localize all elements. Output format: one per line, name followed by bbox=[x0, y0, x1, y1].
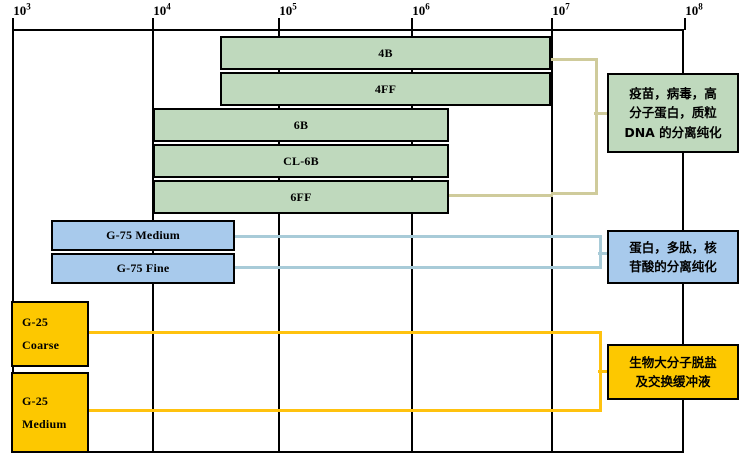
bracket-green-stub-6ff bbox=[449, 194, 553, 197]
bar-g25-medium-line2: Medium bbox=[22, 416, 67, 431]
axis-tick-label-5: 107 bbox=[552, 1, 570, 18]
axis-tick-mark-6 bbox=[684, 18, 686, 30]
axis-tick-label-6: 108 bbox=[685, 1, 703, 18]
callout-yellow: 生物大分子脱盐 及交换缓冲液 bbox=[607, 344, 739, 400]
bracket-gold-stub-callout bbox=[598, 370, 609, 373]
bar-6b[interactable]: 6B bbox=[153, 108, 449, 142]
axis-tick-mark-4 bbox=[411, 18, 413, 30]
bracket-blue-stub-callout bbox=[598, 252, 609, 255]
bar-g75-medium[interactable]: G-75 Medium bbox=[51, 220, 235, 251]
gridline-3 bbox=[411, 29, 413, 453]
bracket-gold-group bbox=[89, 331, 602, 412]
axis-tick-label-2: 104 bbox=[153, 1, 171, 18]
bar-6ff[interactable]: 6FF bbox=[153, 180, 449, 214]
axis-tick-mark-1 bbox=[12, 18, 14, 30]
bar-cl-6b[interactable]: CL-6B bbox=[153, 144, 449, 178]
callout-blue-line1: 蛋白，多肽，核 bbox=[629, 239, 717, 255]
axis-tick-label-4: 106 bbox=[412, 1, 430, 18]
bracket-blue-group bbox=[235, 235, 602, 269]
bracket-green-stub-callout bbox=[594, 112, 609, 115]
bar-g75-fine[interactable]: G-75 Fine bbox=[51, 253, 235, 284]
callout-blue: 蛋白，多肽，核 苷酸的分离纯化 bbox=[607, 230, 739, 284]
bar-4ff[interactable]: 4FF bbox=[220, 72, 551, 106]
callout-green-line1: 疫苗，病毒，高 bbox=[629, 85, 717, 101]
axis-tick-label-1: 103 bbox=[13, 1, 31, 18]
axis-tick-mark-3 bbox=[278, 18, 280, 30]
gridline-2 bbox=[278, 29, 280, 453]
bar-g25-coarse-line2: Coarse bbox=[22, 338, 60, 352]
callout-yellow-line1: 生物大分子脱盐 bbox=[629, 354, 717, 370]
bracket-green-group bbox=[551, 58, 598, 195]
callout-green: 疫苗，病毒，高 分子蛋白，质粒 DNA 的分离纯化 bbox=[607, 73, 739, 153]
bar-g25-coarse-line1: G-25 bbox=[22, 315, 49, 330]
axis-tick-mark-2 bbox=[152, 18, 154, 30]
axis-tick-mark-5 bbox=[551, 18, 553, 30]
gridline-4 bbox=[551, 29, 553, 453]
axis-tick-label-3: 105 bbox=[279, 1, 297, 18]
callout-blue-line2: 苷酸的分离纯化 bbox=[629, 259, 717, 274]
bar-g25-medium[interactable]: G-25 Medium bbox=[11, 372, 89, 453]
bar-4b[interactable]: 4B bbox=[220, 36, 551, 70]
callout-green-line3: DNA 的分离纯化 bbox=[624, 124, 722, 140]
bar-g25-coarse[interactable]: G-25 Coarse bbox=[11, 301, 89, 367]
bar-g25-medium-line1: G-25 bbox=[22, 393, 49, 408]
callout-yellow-line2: 及交换缓冲液 bbox=[635, 374, 711, 389]
callout-green-line2: 分子蛋白，质粒 bbox=[629, 105, 717, 121]
